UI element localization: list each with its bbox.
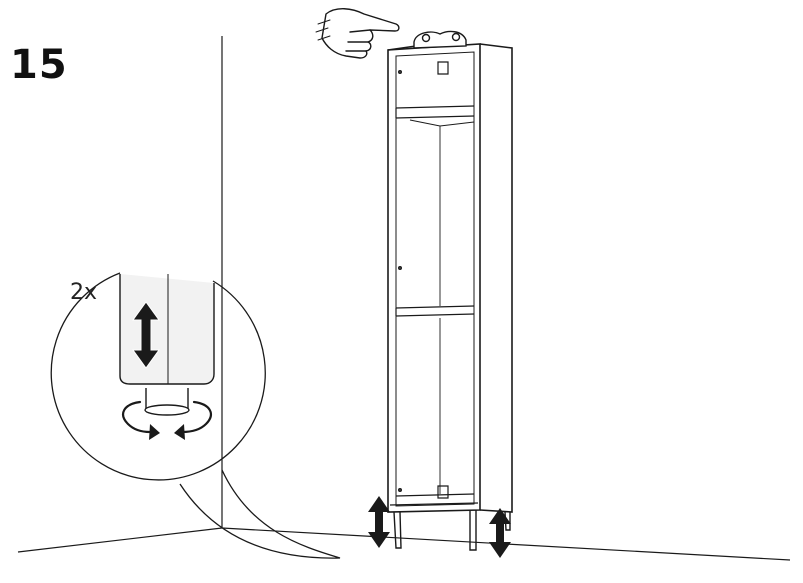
adjust-arrow-right [489,508,511,558]
cabinet-inner-frame [396,52,474,506]
bottom-shelf [390,494,478,505]
callout-tail [180,470,340,558]
top-shelf-depth [410,120,474,126]
top-shelf [396,106,474,118]
detail-callout [51,273,340,558]
cabinet [388,44,512,550]
middle-shelf [396,306,474,316]
cabinet-front-frame [388,44,480,512]
hinge-hole [399,267,401,269]
leg-detail [120,274,214,415]
wall-anchor-icon [414,32,466,48]
callout-circle [51,273,265,480]
rotate-arrowheads [149,424,185,440]
hinge-hole [399,489,401,491]
quantity-label: 2x [70,280,98,305]
top-bracket [438,62,448,74]
cabinet-leg-front-left [394,512,401,548]
leg-block [120,274,214,384]
adjust-arrow-left [368,496,390,548]
rotate-arrow-left [123,402,150,432]
rotate-arrow-right [182,402,211,432]
cabinet-leg-front-right [470,510,476,550]
hand-pointing-icon [316,9,399,58]
bottom-bracket [438,486,448,498]
double-arrow-vertical-icon [368,496,511,558]
leg-foot-base [145,405,189,415]
floor-left-line [18,528,222,552]
double-arrow-vertical-icon [133,302,159,368]
hinge-hole [399,71,401,73]
cabinet-top-edge [388,46,416,50]
detail-height-arrow [133,302,159,368]
step-number: 15 [10,42,68,88]
cabinet-side-panel [480,44,512,512]
rotate-arrows-icon [123,402,211,432]
